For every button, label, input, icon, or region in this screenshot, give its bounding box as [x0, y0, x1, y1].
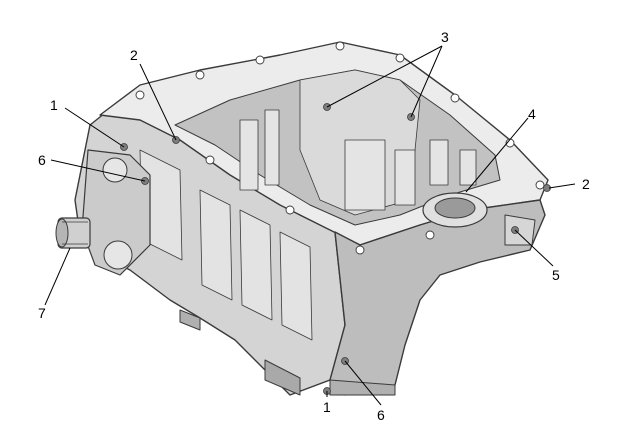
interior-ribs: [239, 109, 477, 211]
callout-2-right: 2: [582, 176, 590, 192]
callout-1-top: 1: [50, 97, 58, 113]
pan-bottom-tab: [179, 309, 201, 331]
oil-pan-illustration: [55, 41, 551, 396]
callout-2-top: 2: [130, 47, 138, 63]
leader-2-top: [139, 63, 177, 141]
leader-5: [514, 229, 554, 267]
callout-5: 5: [552, 267, 560, 283]
callout-6-bottom: 6: [377, 407, 385, 423]
callout-labels: 1 2 3 4 2 5 6 7 1 6: [38, 29, 590, 423]
leader-1-top: [64, 107, 125, 148]
leader-3b: [410, 45, 443, 118]
filter-adapter-hole: [434, 197, 476, 219]
callout-1-bottom: 1: [323, 399, 331, 415]
flange-bolt-holes: [135, 41, 545, 255]
leader-7: [44, 247, 71, 306]
leader-2-right: [548, 183, 576, 189]
leader-4: [465, 117, 529, 193]
drain-plug: [55, 217, 91, 249]
leader-6-bottom: [344, 360, 382, 406]
callout-6-left: 6: [38, 152, 46, 168]
leader-lines: [44, 45, 576, 406]
callout-7: 7: [38, 305, 46, 321]
callout-4: 4: [528, 106, 536, 122]
pump-boss-upper: [102, 157, 128, 183]
leader-3a: [326, 45, 443, 108]
right-flange-ear: [504, 214, 536, 246]
pan-bottom-foot: [264, 359, 301, 396]
callout-3: 3: [441, 29, 449, 45]
leader-6-left: [50, 159, 146, 182]
pump-boss-lower: [103, 240, 133, 270]
